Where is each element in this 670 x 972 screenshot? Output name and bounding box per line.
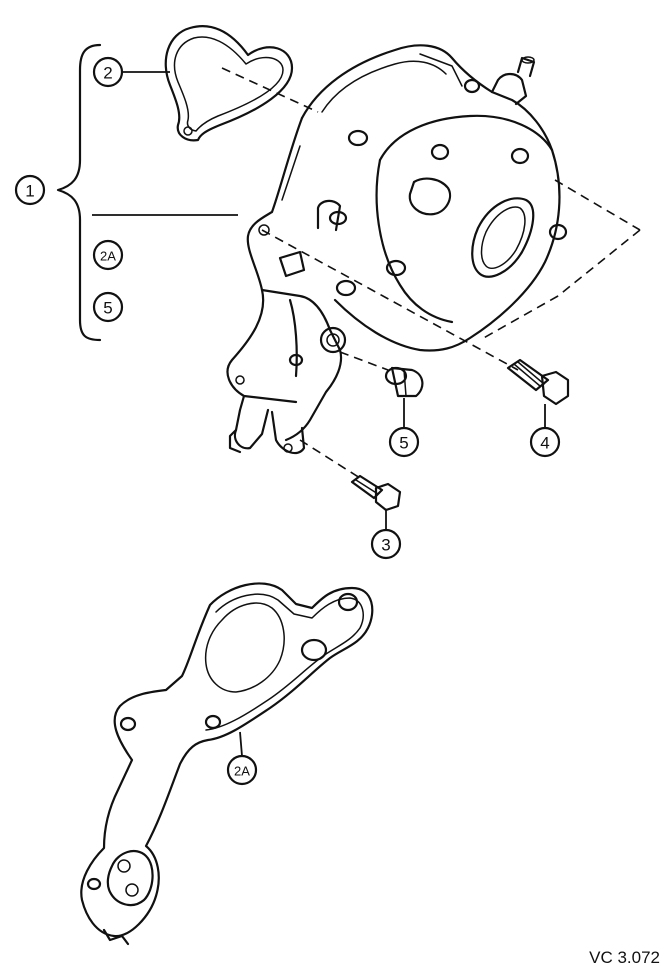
group-bracket [56, 43, 238, 342]
callout-1: 1 [14, 174, 46, 206]
callout-2: 2 [92, 56, 124, 88]
callout-2a: 2A [226, 754, 258, 786]
vacuum-pump-body [226, 44, 568, 455]
svg-text:5: 5 [399, 434, 408, 453]
callout-3: 3 [370, 528, 402, 560]
figure-reference: VC 3.072 [589, 948, 660, 967]
svg-text:5: 5 [103, 299, 112, 318]
bolt-3 [350, 474, 402, 530]
svg-text:1: 1 [25, 182, 34, 201]
svg-text:4: 4 [540, 434, 549, 453]
svg-text:2: 2 [103, 64, 112, 83]
callout-5: 5 [388, 426, 420, 458]
svg-text:3: 3 [381, 536, 390, 555]
plug-5 [384, 366, 424, 428]
gasket-2a-lower [80, 582, 374, 946]
svg-text:2A: 2A [100, 249, 116, 264]
callout-2a-legend: 2A [92, 239, 124, 271]
bolt-4 [506, 358, 570, 428]
assembly-lines [261, 179, 641, 479]
callout-4: 4 [529, 426, 561, 458]
svg-text:2A: 2A [234, 764, 250, 779]
callout-5-legend: 5 [92, 291, 124, 323]
gasket-2-top [122, 25, 319, 142]
